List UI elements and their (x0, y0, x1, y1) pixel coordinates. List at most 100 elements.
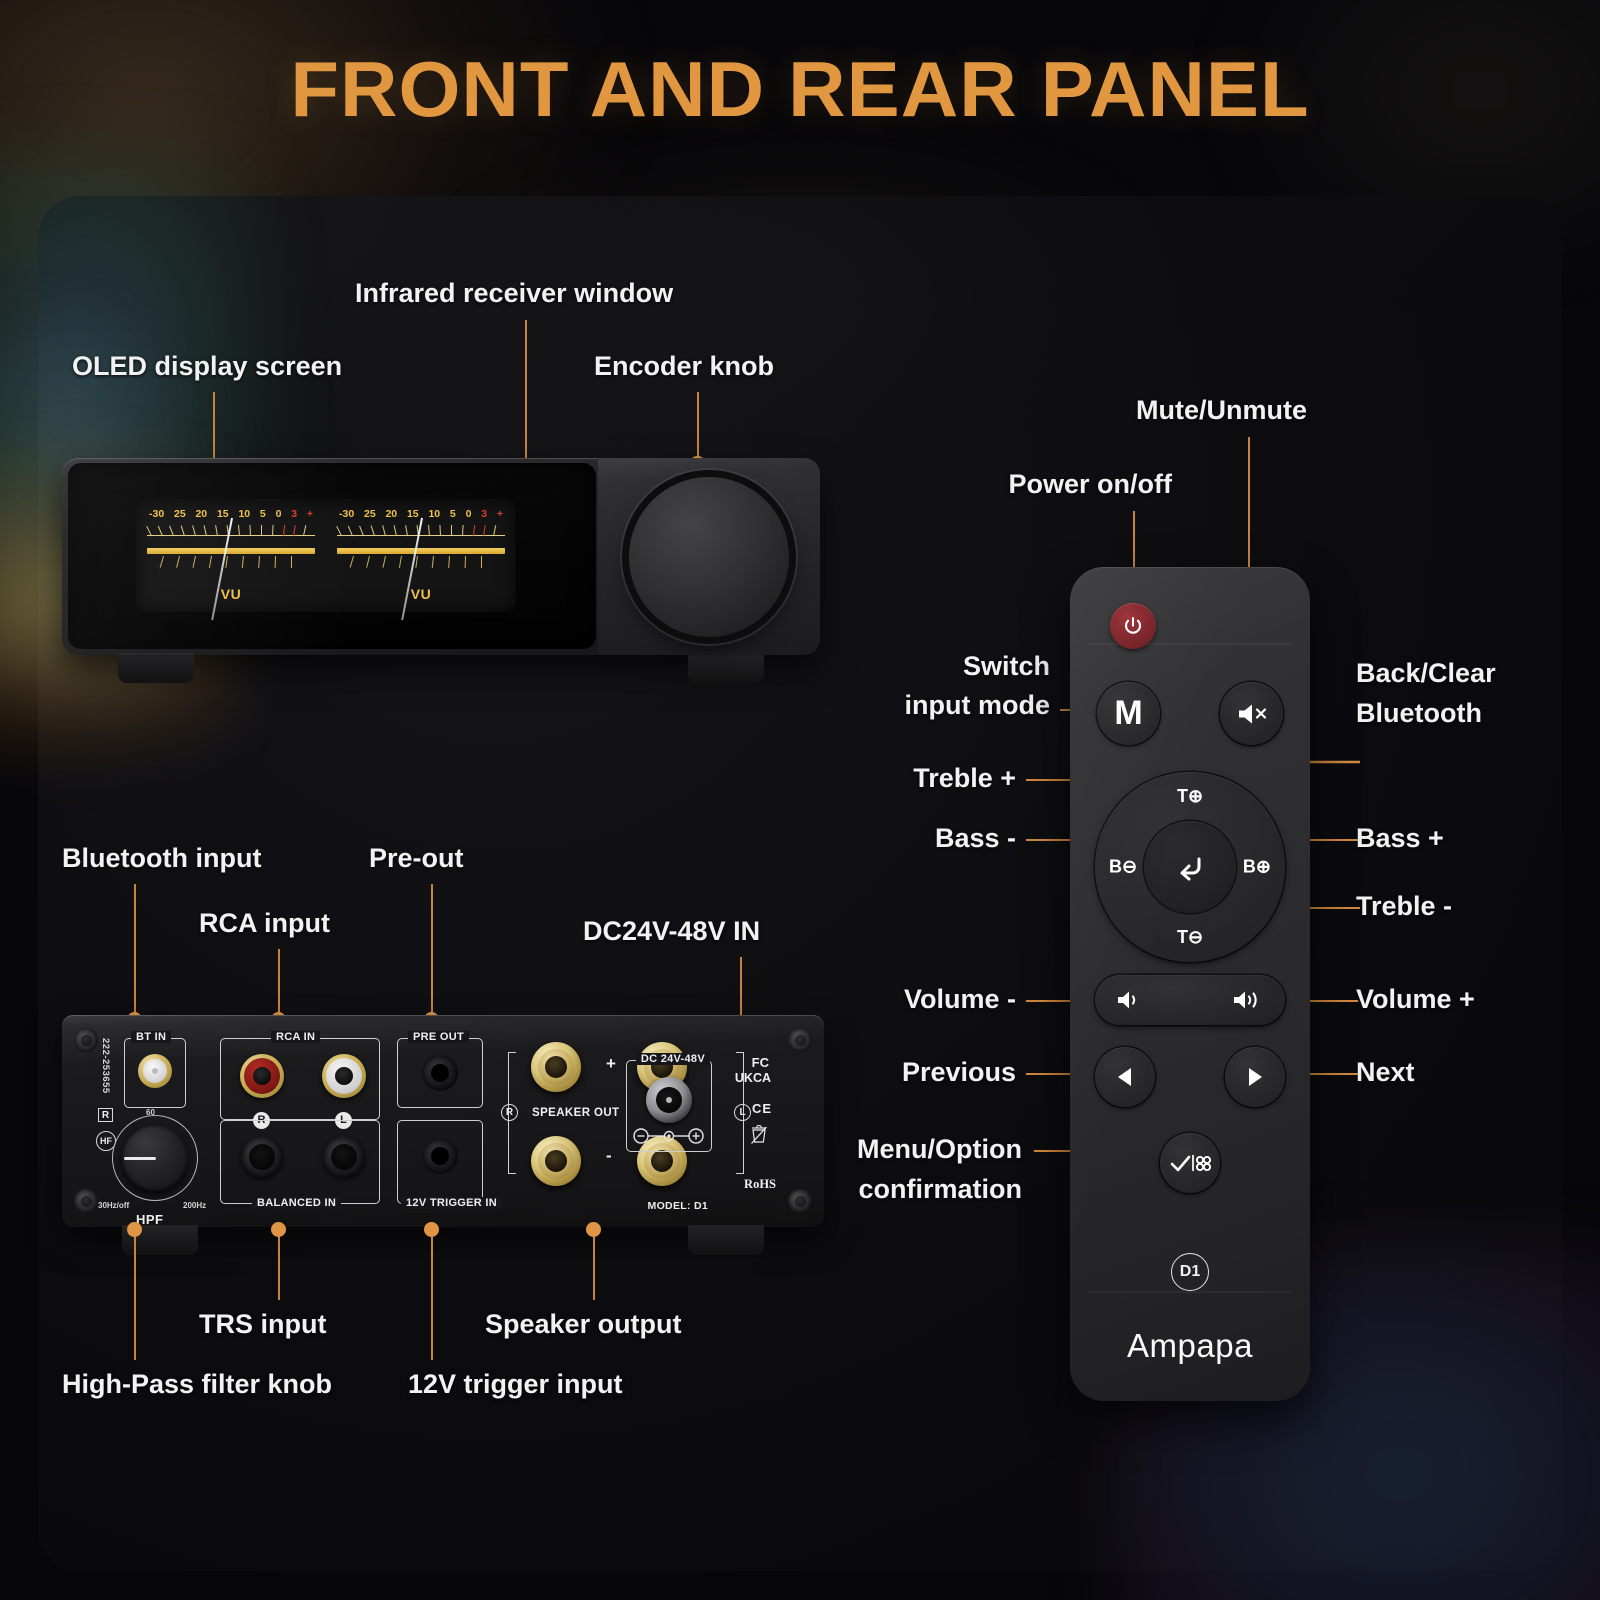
leader-12v-trigger-input (431, 1228, 434, 1360)
next-icon (1244, 1065, 1266, 1089)
callout-treble-minus: Treble - (1356, 891, 1453, 921)
callout-back-clear-bluetooth-line1: Back/Clear (1356, 658, 1496, 688)
leader-pre-out (431, 884, 434, 1015)
weee-bin-icon (750, 1124, 768, 1145)
vu-baseline (147, 535, 315, 537)
balanced-in-label: BALANCED IN (252, 1197, 342, 1209)
vu-meter-label: VU (220, 586, 242, 602)
vu-overload-plus: + (306, 508, 313, 520)
callout-next: Next (1356, 1057, 1415, 1087)
leader-dot-speaker-output (586, 1222, 601, 1237)
amplifier-front-panel: -30 25 20 15 10 5 0 3 + (62, 458, 820, 683)
rohs-mark: RoHS (744, 1177, 776, 1192)
panel-screw (74, 1028, 98, 1052)
speaker-binding-post-right-negative[interactable] (531, 1136, 581, 1186)
model-label: MODEL: D1 (647, 1200, 708, 1212)
regulatory-number: 222-253655 (100, 1038, 111, 1094)
remote-control: M T⊕ B⊖ B⊕ T⊖ (1070, 567, 1310, 1401)
speaker-binding-post-right-positive[interactable] (531, 1042, 581, 1092)
leader-speaker-output (593, 1228, 596, 1300)
speaker-binding-post-left-negative[interactable] (637, 1136, 687, 1186)
callout-oled-display-screen: OLED display screen (72, 351, 343, 381)
amplifier-rear-foot-right (688, 1225, 764, 1255)
rca-jack-right[interactable] (240, 1054, 284, 1098)
callout-speaker-output: Speaker output (485, 1309, 682, 1339)
leader-volume-plus (1292, 1000, 1358, 1003)
dc-polarity-symbol (632, 1128, 706, 1144)
volume-down-icon (1115, 988, 1145, 1012)
rca-jack-left[interactable] (322, 1054, 366, 1098)
power-button[interactable] (1110, 603, 1156, 649)
vu-tick-label: 20 (385, 508, 398, 520)
remote-ir-seam-bottom (1088, 1291, 1292, 1293)
callout-volume-minus: Volume - (903, 984, 1016, 1014)
callout-switch-input-mode-line2: input mode (904, 690, 1050, 720)
leader-dot-12v-trigger-input (424, 1222, 439, 1237)
pre-out-jack[interactable] (422, 1055, 458, 1091)
encoder-knob-plate (598, 458, 820, 655)
mute-icon (1235, 700, 1269, 728)
bass-up-button[interactable]: B⊕ (1242, 856, 1271, 877)
volume-rocker[interactable] (1095, 975, 1285, 1025)
back-button[interactable] (1144, 821, 1236, 913)
speaker-out-label: SPEAKER OUT (532, 1107, 620, 1119)
amplifier-foot-left (118, 653, 194, 683)
back-arrow-icon (1173, 852, 1207, 882)
bluetooth-antenna-connector[interactable] (138, 1054, 172, 1088)
pre-out-label: PRE OUT (408, 1031, 469, 1043)
vu-ticks-lower-left (145, 555, 317, 572)
leader-dot-trs-input (271, 1222, 286, 1237)
callout-bass-minus: Bass - (934, 823, 1016, 853)
callout-pre-out: Pre-out (369, 843, 464, 873)
leader-dot-high-pass-filter-knob (127, 1222, 142, 1237)
vu-scale-left: -30 25 20 15 10 5 0 3 + (145, 508, 317, 520)
trs-jack-right[interactable] (241, 1136, 283, 1178)
fcc-mark: FC (751, 1055, 769, 1070)
trigger-in-label: 12V TRIGGER IN (401, 1197, 502, 1209)
speaker-channel-left: L (734, 1104, 751, 1121)
callout-bluetooth-input: Bluetooth input (62, 843, 262, 873)
vu-tick-label: 15 (406, 508, 419, 520)
trigger-in-jack[interactable] (422, 1138, 458, 1174)
rca-in-label: RCA IN (271, 1031, 321, 1043)
vu-tick-label-overload: 3 (291, 508, 298, 520)
vu-tick-label: 10 (238, 508, 251, 520)
vu-amber-bar (337, 548, 505, 554)
vu-tick-label-overload: 3 (481, 508, 488, 520)
callout-volume-plus: Volume + (1356, 984, 1475, 1014)
leader-bass-plus (1292, 839, 1358, 842)
treble-down-button[interactable]: T⊖ (1176, 927, 1204, 947)
amplifier-foot-right (688, 653, 764, 683)
leader-next (1292, 1073, 1358, 1076)
callout-back-clear-bluetooth-line2: Bluetooth (1356, 698, 1482, 728)
vu-baseline (337, 535, 505, 537)
vu-meter-label: VU (410, 586, 432, 602)
hpf-label: HPF (136, 1212, 164, 1227)
vu-meter-panel: -30 25 20 15 10 5 0 3 + (136, 499, 516, 621)
mute-button[interactable] (1220, 682, 1283, 745)
vu-tick-label: 5 (259, 508, 266, 520)
bass-down-button[interactable]: B⊖ (1109, 856, 1138, 877)
callout-treble-plus: Treble + (913, 763, 1016, 793)
menu-confirm-button[interactable] (1160, 1133, 1220, 1193)
vu-amber-bar (147, 548, 315, 554)
volume-down-button[interactable] (1115, 988, 1145, 1012)
ce-mark: CE (751, 1101, 772, 1116)
trs-jack-left[interactable] (323, 1136, 365, 1178)
directional-pad[interactable]: T⊕ B⊖ B⊕ T⊖ (1095, 772, 1285, 962)
speaker-polarity-plus: + (606, 1054, 616, 1073)
dc-power-jack[interactable] (646, 1077, 692, 1123)
hpf-max-label: 200Hz (183, 1201, 207, 1210)
volume-up-button[interactable] (1231, 988, 1265, 1012)
speaker-channel-right: R (501, 1104, 518, 1121)
mode-button[interactable]: M (1097, 682, 1160, 745)
leader-bass-minus (1026, 839, 1088, 842)
mode-button-label: M (1114, 694, 1143, 732)
menu-confirm-icon (1169, 1151, 1211, 1175)
previous-button[interactable] (1095, 1047, 1155, 1107)
leader-oled-display-screen (213, 392, 216, 460)
vu-meter-right: -30 25 20 15 10 5 0 3 + (335, 508, 507, 621)
encoder-knob[interactable] (629, 476, 789, 637)
treble-up-button[interactable]: T⊕ (1176, 786, 1204, 806)
next-button[interactable] (1225, 1047, 1285, 1107)
